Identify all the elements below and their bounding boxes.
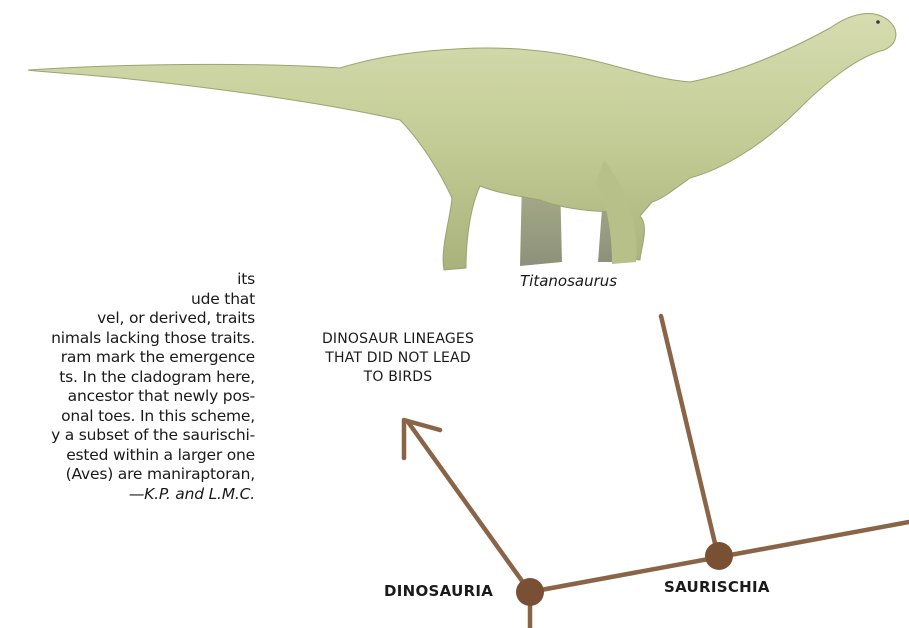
dinosaur-eye bbox=[876, 20, 880, 24]
text-line: ts. In the cladogram here, bbox=[0, 368, 255, 388]
titanosaurus-branch bbox=[661, 316, 718, 556]
text-line: its bbox=[0, 270, 255, 290]
node-dinosauria bbox=[516, 578, 544, 606]
titanosaurus-caption: Titanosaurus bbox=[520, 272, 617, 290]
titanosaurus-illustration bbox=[28, 14, 896, 270]
text-line: ram mark the emergence bbox=[0, 348, 255, 368]
text-line: y a subset of the saurischi- bbox=[0, 426, 255, 446]
text-line: ancestor that newly pos- bbox=[0, 387, 255, 407]
author-credit: —K.P. and L.M.C. bbox=[0, 485, 255, 505]
lineage-label-line: THAT DID NOT LEAD bbox=[298, 349, 498, 368]
text-line: ude that bbox=[0, 290, 255, 310]
saurischia-label: SAURISCHIA bbox=[664, 578, 770, 596]
node-saurischia bbox=[705, 542, 733, 570]
dinosauria-label: DINOSAURIA bbox=[384, 582, 493, 600]
dinosaur-body bbox=[28, 14, 896, 270]
text-line: onal toes. In this scheme, bbox=[0, 407, 255, 427]
text-line: ested within a larger one bbox=[0, 446, 255, 466]
lineage-label-line: TO BIRDS bbox=[298, 368, 498, 387]
non-bird-lineage-branch bbox=[408, 422, 530, 592]
article-text-column: its ude that vel, or derived, traits nim… bbox=[0, 270, 255, 560]
lineage-label-line: DINOSAUR LINEAGES bbox=[298, 330, 498, 349]
text-line: vel, or derived, traits bbox=[0, 309, 255, 329]
text-line: (Aves) are maniraptoran, bbox=[0, 465, 255, 485]
text-line: nimals lacking those traits. bbox=[0, 329, 255, 349]
non-bird-lineage-label: DINOSAUR LINEAGES THAT DID NOT LEAD TO B… bbox=[298, 330, 498, 387]
